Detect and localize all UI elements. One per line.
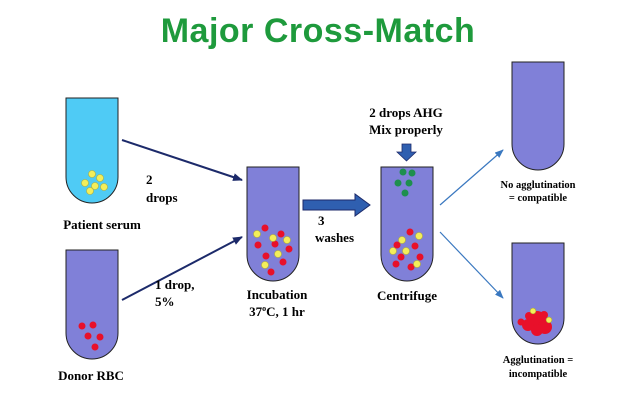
incubation-time: C, 1 hr xyxy=(266,304,305,319)
incubation-tube xyxy=(246,166,300,282)
ahg-down-arrow xyxy=(395,143,418,162)
page-title: Major Cross-Match xyxy=(160,12,476,50)
agglutination-clump xyxy=(517,311,552,336)
rbc-step-label-2: 5% xyxy=(155,294,175,309)
ahg-dots xyxy=(394,168,416,197)
agglutination-antibody-dots xyxy=(529,307,553,324)
donor-rbc-dots xyxy=(78,321,104,351)
agglutination-label-1: Agglutination = xyxy=(503,355,573,366)
wash-label-1: 3 xyxy=(318,213,325,228)
patient-serum-label: Patient serum xyxy=(63,217,141,232)
incubation-rbc-dots xyxy=(254,224,293,276)
serum-step-label-2: drops xyxy=(146,190,178,205)
no-agglutination-label-1: No agglutination xyxy=(501,180,576,191)
centrifuge-rbc-dots xyxy=(392,228,424,271)
incubation-antibody-dots xyxy=(253,230,291,269)
no-agglutination-label-2: = compatible xyxy=(509,193,568,204)
patient-serum-tube xyxy=(65,97,119,204)
centrifuge-antibody-dots xyxy=(389,232,423,268)
donor-rbc-label: Donor RBC xyxy=(58,368,124,383)
rbc-step-label-1: 1 drop, xyxy=(155,277,195,292)
to-compatible-arrow xyxy=(439,149,504,206)
donor-rbc-tube xyxy=(65,249,119,360)
agglutination-label-2: incompatible xyxy=(509,369,568,380)
serum-step-label-1: 2 xyxy=(146,172,153,187)
rbc-to-incubation-arrow xyxy=(121,236,243,301)
incubation-label-1: Incubation xyxy=(247,287,308,302)
ahg-label-1: 2 drops AHG xyxy=(369,105,442,120)
incubation-label-2: 37oC, 1 hr xyxy=(249,304,305,319)
ahg-label-2: Mix properly xyxy=(369,122,443,137)
incubation-degree: o xyxy=(262,304,266,313)
no-agglutination-tube xyxy=(511,61,565,171)
to-incompatible-arrow xyxy=(439,231,504,299)
serum-to-incubation-arrow xyxy=(121,139,243,181)
incubation-temp: 37 xyxy=(249,304,263,319)
wash-label-2: washes xyxy=(315,230,354,245)
wash-arrow xyxy=(302,193,371,217)
serum-antibody-dots xyxy=(81,170,108,195)
centrifuge-label: Centrifuge xyxy=(377,288,437,303)
